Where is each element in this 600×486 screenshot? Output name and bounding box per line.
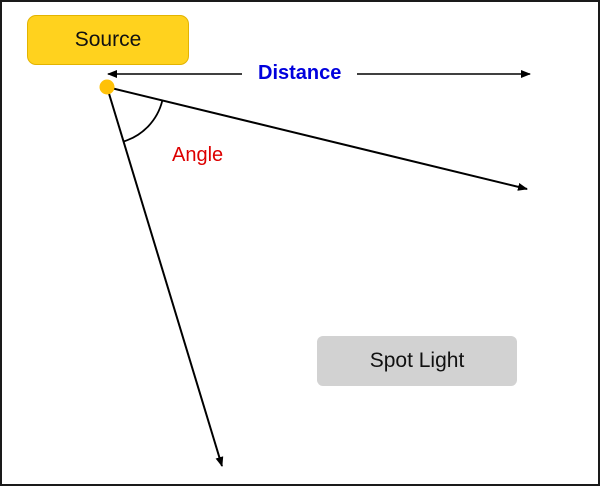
angle-arc bbox=[123, 100, 164, 143]
distance-label: Distance bbox=[242, 60, 358, 87]
angle-label: Angle bbox=[172, 144, 224, 166]
spotlight-box[interactable]: Spot Light bbox=[317, 336, 517, 386]
beam-edge-arrow-down bbox=[106, 86, 224, 467]
source-point-dot[interactable] bbox=[99, 79, 115, 95]
source-box[interactable]: Source bbox=[27, 15, 189, 65]
beam-edge-arrow-right bbox=[106, 86, 528, 191]
spotlight-label: Spot Light bbox=[369, 349, 465, 372]
source-label: Source bbox=[74, 28, 142, 51]
